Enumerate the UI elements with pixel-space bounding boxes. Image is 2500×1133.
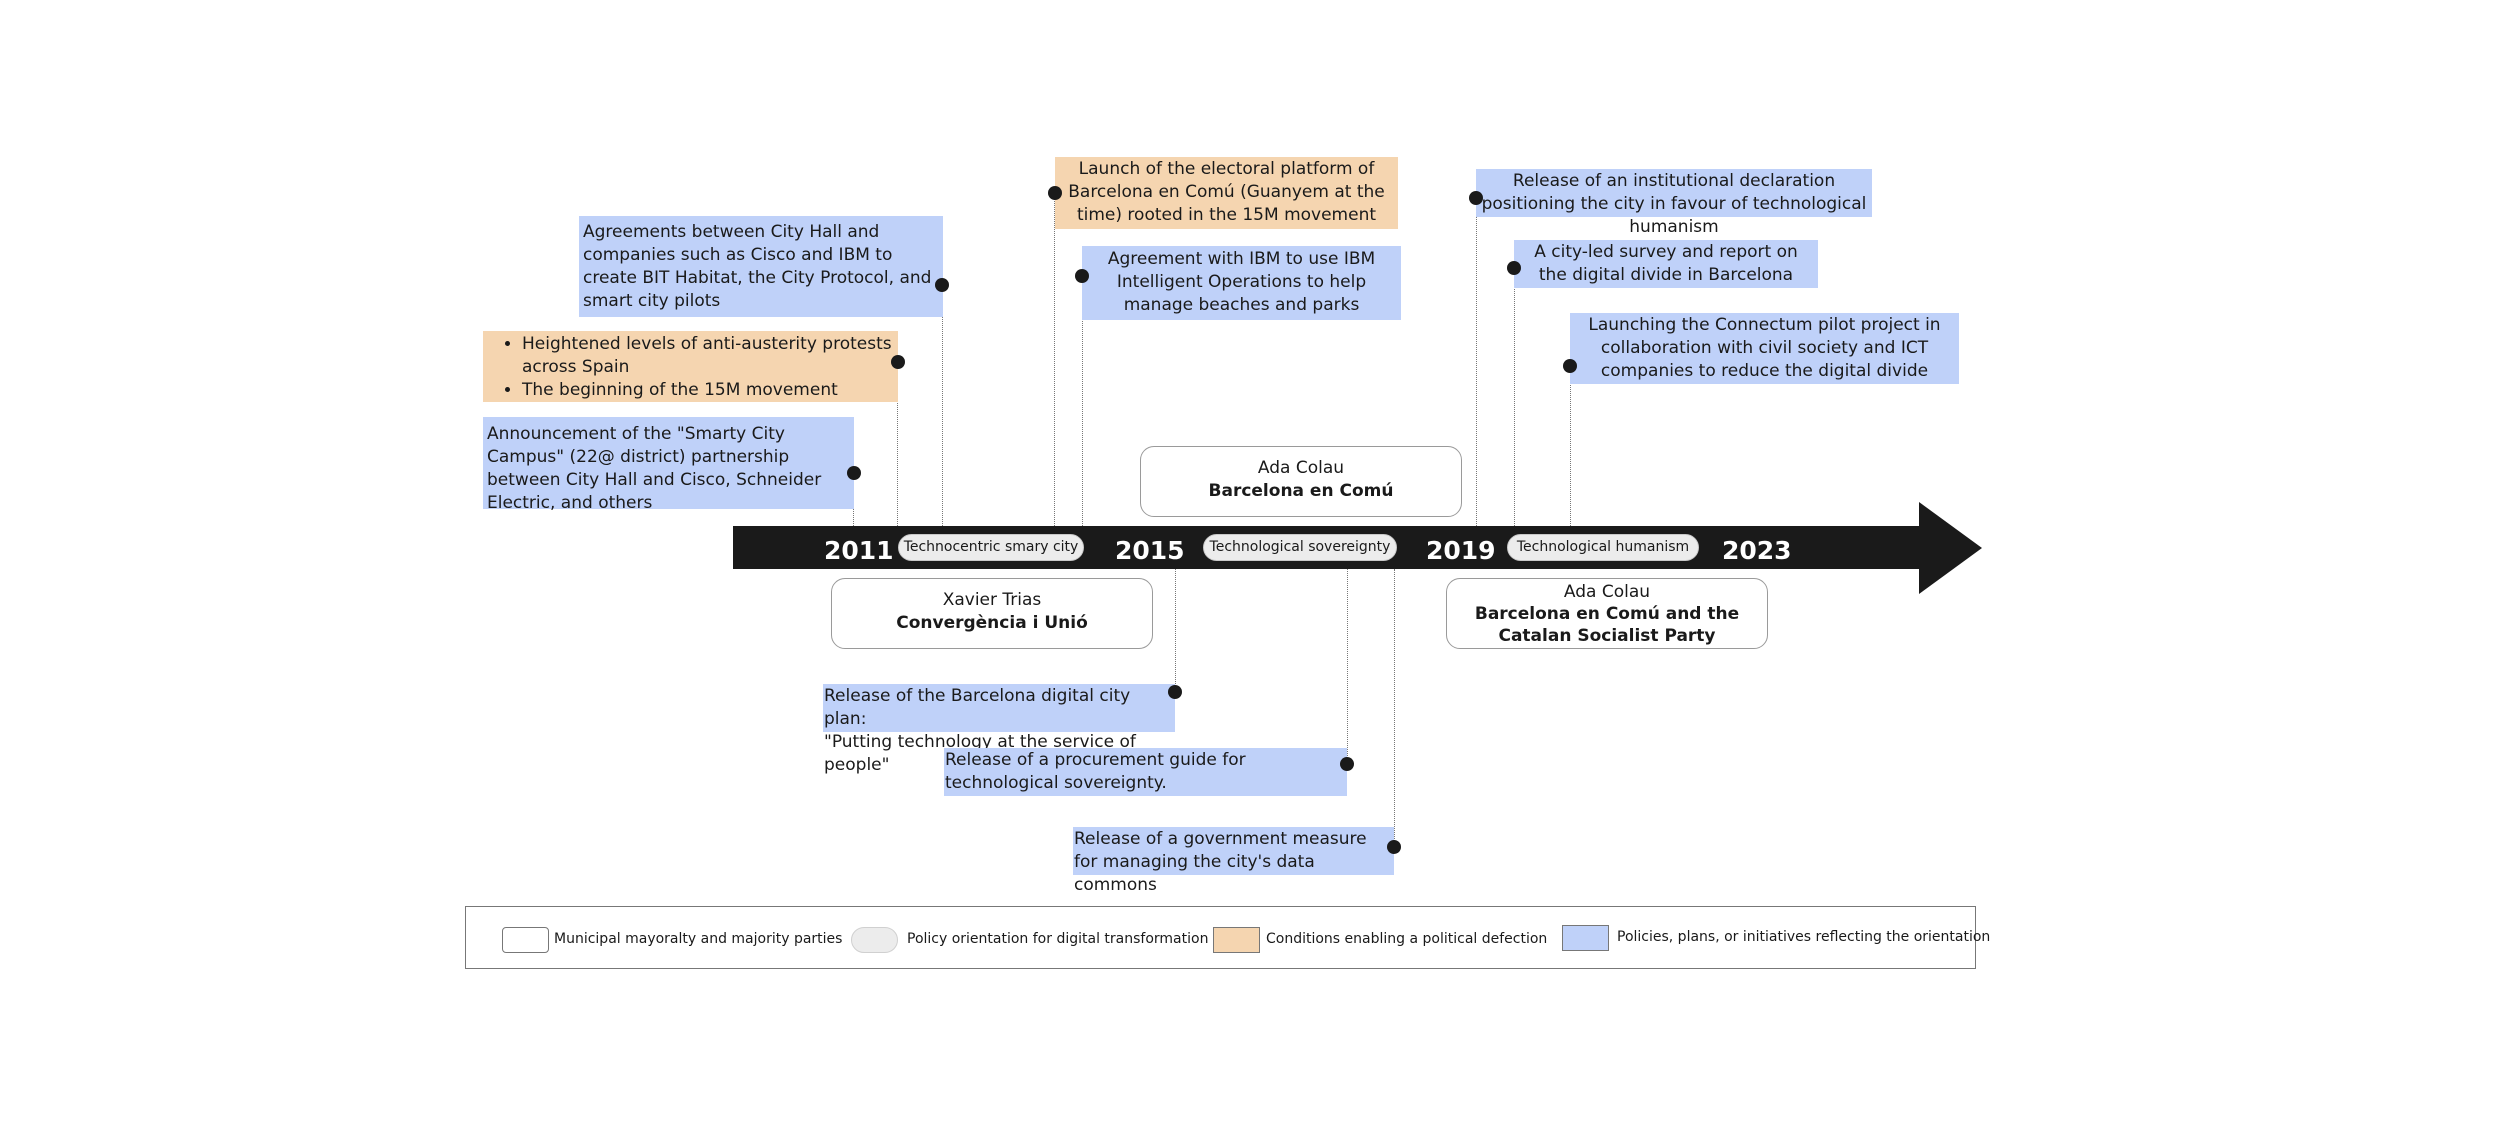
legend-swatch-policies	[1562, 925, 1609, 951]
connector-line	[1476, 198, 1477, 526]
connector-line	[1054, 193, 1055, 526]
legend-label: Policy orientation for digital transform…	[907, 931, 1209, 947]
policy-box: Release of a government measure for mana…	[1073, 827, 1394, 895]
policy-text: "Putting technology at the service of pe…	[824, 732, 1136, 775]
connector-dot	[1469, 191, 1483, 205]
connector-dot	[1075, 269, 1089, 283]
policy-text: Release of a government measure for mana…	[1074, 829, 1367, 895]
condition-box: Heightened levels of anti-austerity prot…	[483, 331, 898, 402]
policy-text: Announcement of the "Smarty City Campus"…	[487, 424, 822, 513]
policy-text: Release of an institutional declaration …	[1481, 171, 1867, 237]
connector-dot	[1387, 840, 1401, 854]
legend-label: Municipal mayoralty and majority parties	[554, 931, 843, 947]
connector-dot	[935, 278, 949, 292]
connector-dot	[1340, 757, 1354, 771]
legend: Municipal mayoralty and majority parties…	[465, 906, 1990, 969]
mayor-party: Convergència i Unió	[896, 613, 1088, 633]
mayor-name: Ada Colau	[1257, 458, 1345, 478]
year-label: 2015	[1115, 536, 1185, 565]
policy-box: Release of an institutional declaration …	[1476, 169, 1872, 237]
policy-box: Agreement with IBM to use IBM Intelligen…	[1082, 246, 1401, 320]
policy-box: A city-led survey and report on the digi…	[1514, 240, 1818, 288]
connector-line	[897, 362, 898, 526]
policy-text: Launching the Connectum pilot project in…	[1588, 315, 1941, 381]
year-label: 2019	[1426, 536, 1496, 565]
legend-swatch-mayoralty	[502, 927, 549, 953]
mayoralty-box: Xavier Trias Convergència i Unió	[831, 578, 1153, 649]
mayor-party: Barcelona en Comú	[1208, 481, 1394, 501]
policy-box: Launching the Connectum pilot project in…	[1570, 313, 1959, 384]
mayoralty-box: Ada Colau Barcelona en Comú and the Cata…	[1446, 578, 1768, 649]
connector-dot	[891, 355, 905, 369]
connector-dot	[1507, 261, 1521, 275]
policy-box: Agreements between City Hall and compani…	[579, 216, 943, 317]
policy-text: A city-led survey and report on the digi…	[1534, 242, 1798, 285]
orientation-pill: Technocentric smary city	[898, 534, 1084, 561]
legend-swatch-orientation	[851, 927, 898, 953]
legend-label: Conditions enabling a political defectio…	[1266, 931, 1548, 947]
condition-text: Launch of the electoral platform of Barc…	[1068, 159, 1385, 225]
orientation-pill: Technological humanism	[1507, 534, 1699, 561]
mayoralty-box: Ada Colau Barcelona en Comú	[1140, 446, 1462, 517]
connector-line	[1175, 569, 1176, 692]
legend-label: Policies, plans, or initiatives reflecti…	[1617, 929, 1991, 945]
year-label: 2023	[1722, 536, 1792, 565]
policy-box: Announcement of the "Smarty City Campus"…	[483, 417, 854, 513]
connector-line	[942, 285, 943, 526]
mayor-party: Barcelona en Comú and the Catalan Social…	[1474, 604, 1740, 646]
policy-text: Release of a procurement guide for techn…	[945, 750, 1246, 793]
connector-dot	[1048, 186, 1062, 200]
connector-dot	[1168, 685, 1182, 699]
connector-dot	[1563, 359, 1577, 373]
mayor-name: Xavier Trias	[942, 590, 1042, 610]
policy-box: Release of a procurement guide for techn…	[944, 748, 1347, 796]
mayor-name: Ada Colau	[1563, 582, 1651, 602]
connector-line	[1394, 569, 1395, 847]
year-label: 2011	[824, 536, 894, 565]
timeline-arrow-head	[1919, 502, 1982, 594]
legend-swatch-conditions	[1213, 927, 1260, 953]
policy-text: Agreement with IBM to use IBM Intelligen…	[1107, 249, 1376, 315]
condition-box: Launch of the electoral platform of Barc…	[1055, 157, 1398, 229]
connector-line	[1570, 366, 1571, 526]
policy-box: Release of the Barcelona digital city pl…	[823, 684, 1175, 775]
connector-line	[1514, 268, 1515, 526]
connector-dot	[847, 466, 861, 480]
policy-text: Release of the Barcelona digital city pl…	[824, 686, 1131, 729]
orientation-pill: Technological sovereignty	[1203, 534, 1397, 561]
connector-line	[1347, 569, 1348, 764]
condition-bullet: Heightened levels of anti-austerity prot…	[522, 333, 894, 379]
condition-bullet: The beginning of the 15M movement	[522, 379, 894, 402]
connector-line	[1082, 276, 1083, 526]
policy-text: Agreements between City Hall and compani…	[583, 222, 932, 311]
